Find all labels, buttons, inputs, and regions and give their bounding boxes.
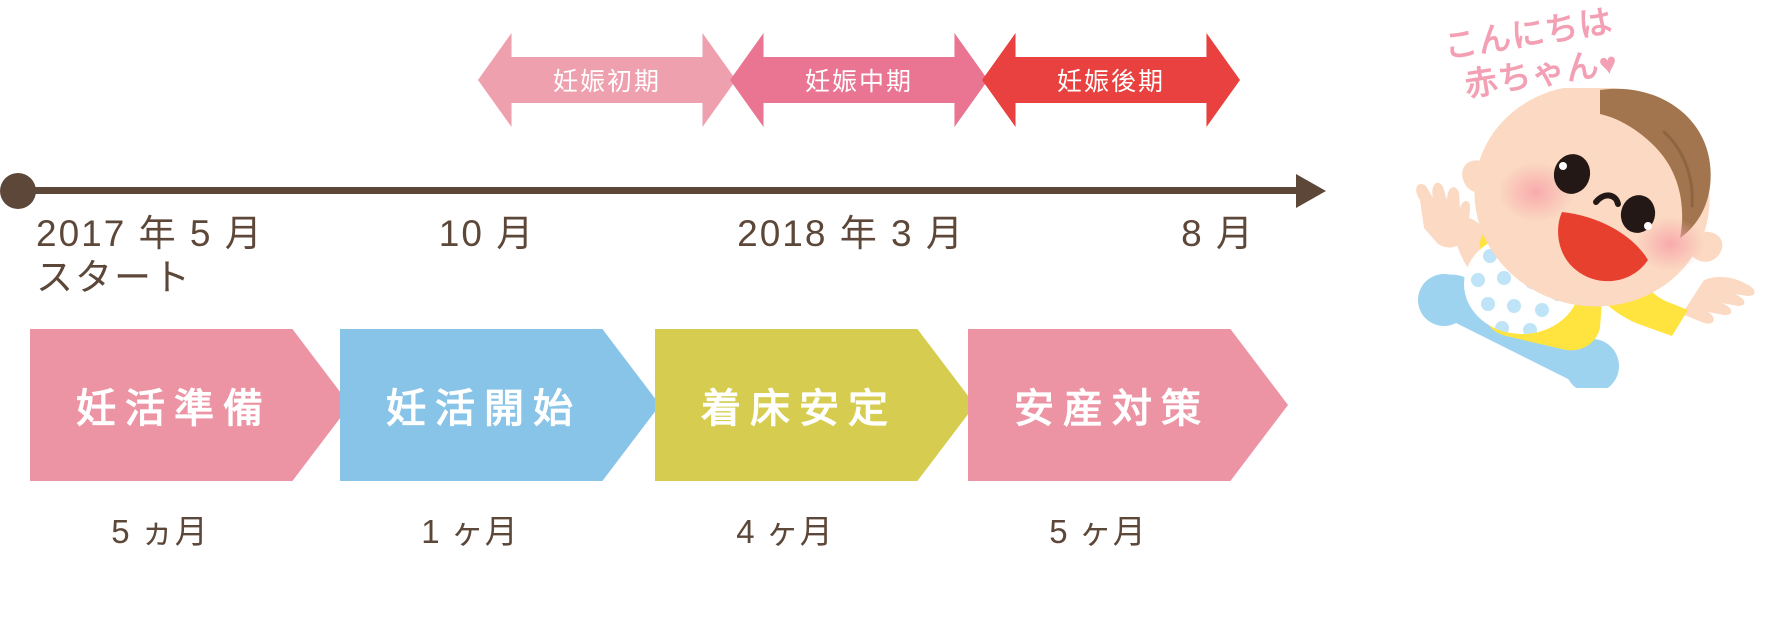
stage-chevron-3: 安産対策 — [968, 329, 1288, 481]
stage-chevron-0: 妊活準備 — [30, 329, 350, 481]
baby-illustration — [1416, 88, 1755, 388]
axis-label-start: 2017 年 5 月 スタート — [36, 212, 264, 299]
baby-eyes — [1553, 154, 1656, 233]
duration-label-3: 5 ヶ月 — [1049, 513, 1147, 550]
stage-shape — [968, 329, 1288, 481]
phase-arrow-late: 妊娠後期 — [982, 30, 1240, 130]
timeline-arrow-head — [1296, 174, 1326, 208]
axis-label-mar: 2018 年 3 月 — [737, 212, 965, 256]
phase-arrow-mid: 妊娠中期 — [730, 30, 988, 130]
axis-label-aug: 8 月 — [1181, 212, 1255, 256]
stage-label: 妊活開始 — [386, 387, 582, 431]
duration-label-2: 4 ヶ月 — [736, 513, 834, 550]
axis-label-line1: 2018 年 3 月 — [737, 213, 965, 254]
stage-shape — [655, 329, 975, 481]
baby-right-arm — [1682, 277, 1755, 324]
stage-chevron-2: 着床安定 — [655, 329, 975, 481]
baby-winking-eye — [1593, 192, 1621, 207]
stage-label: 安産対策 — [1014, 387, 1210, 431]
phase-label: 妊娠中期 — [804, 68, 913, 96]
baby-cheek-right — [1636, 217, 1704, 271]
baby-mouth — [1558, 212, 1648, 282]
phase-label: 妊娠後期 — [1056, 68, 1165, 96]
axis-label-line1: 10 月 — [438, 213, 536, 254]
heart-icon: ♥ — [1596, 46, 1621, 83]
stage-shape — [340, 329, 660, 481]
duration-label-1: 1 ヶ月 — [421, 513, 519, 550]
axis-label-line1: 2017 年 5 月 — [36, 213, 264, 254]
stage-label: 着床安定 — [701, 387, 897, 431]
phase-label: 妊娠初期 — [552, 68, 661, 96]
axis-label-line1: 8 月 — [1181, 213, 1255, 254]
phase-arrow-early: 妊娠初期 — [478, 30, 736, 130]
axis-label-line2: スタート — [36, 256, 192, 298]
stage-chevron-1: 妊活開始 — [340, 329, 660, 481]
duration-label-0: 5 ヵ月 — [111, 513, 209, 550]
axis-label-oct: 10 月 — [439, 212, 535, 256]
stage-shape — [30, 329, 350, 481]
stage-label: 妊活準備 — [76, 387, 272, 431]
timeline-axis-line — [18, 187, 1304, 194]
